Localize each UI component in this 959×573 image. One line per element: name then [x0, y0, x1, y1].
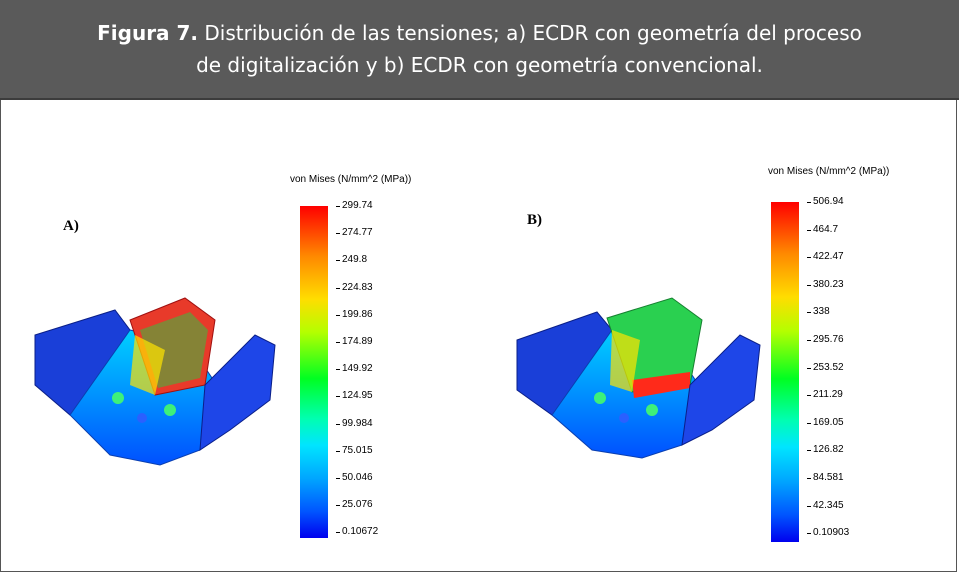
colorbar-tick-label: 299.74 — [336, 200, 373, 211]
panel-b-colorbar-title: von Mises (N/mm^2 (MPa)) — [768, 166, 890, 177]
colorbar-tick-label: 506.94 — [807, 196, 844, 207]
panel-a-label: A) — [63, 218, 79, 234]
colorbar-tick-label: 99.984 — [336, 417, 373, 429]
colorbar-tick-label: 0.10903 — [806, 527, 850, 539]
caption-figure-number: Figura 7. — [97, 21, 199, 45]
panel-a-gear-model — [34, 297, 276, 466]
colorbar-tick-label: 25.076 — [336, 499, 373, 511]
colorbar-tick-label: 224.83 — [336, 281, 373, 293]
panel-a-colorbar — [300, 206, 328, 538]
colorbar-tick-label: 126.82 — [807, 444, 844, 456]
colorbar-tick-label: 274.77 — [336, 227, 373, 239]
colorbar-tick-label: 0.10672 — [335, 526, 379, 538]
colorbar-tick-label: 338 — [807, 306, 830, 318]
colorbar-tick-label: 169.05 — [807, 416, 844, 428]
panel-b-gear-model — [516, 297, 761, 459]
colorbar-tick-label: 253.52 — [807, 361, 844, 373]
colorbar-tick-label: 422.47 — [807, 251, 844, 263]
panel-b-label: B) — [527, 212, 542, 228]
colorbar-tick-label: 174.89 — [336, 336, 373, 347]
colorbar-tick-label: 84.581 — [807, 472, 844, 483]
colorbar-tick-label: 295.76 — [807, 334, 844, 345]
caption-text-1: Distribución de las tensiones; a) ECDR c… — [198, 21, 862, 45]
gear-body-right — [199, 334, 276, 451]
colorbar-tick-label: 211.29 — [807, 389, 843, 401]
panel-b-colorbar — [771, 202, 799, 542]
colorbar-tick-label: 380.23 — [807, 278, 844, 290]
colorbar-tick-label: 249.8 — [335, 254, 368, 266]
colorbar-tick-label: 42.345 — [807, 499, 844, 511]
figure-caption: Figura 7. Distribución de las tensiones;… — [0, 17, 959, 81]
colorbar-tick-label: 149.92 — [336, 363, 373, 375]
caption-line-1: Figura 7. Distribución de las tensiones;… — [0, 17, 959, 49]
colorbar-tick-label: 75.015 — [336, 444, 373, 456]
colorbar-tick-label: 124.95 — [336, 390, 373, 402]
colorbar-tick-label: 199.86 — [336, 308, 373, 320]
gear-body-right — [681, 334, 761, 446]
caption-line-2: de digitalización y b) ECDR con geometrí… — [196, 53, 763, 77]
panel-a-colorbar-title: von Mises (N/mm^2 (MPa)) — [290, 174, 412, 185]
caption-header: Figura 7. Distribución de las tensiones;… — [0, 0, 959, 100]
colorbar-tick-label: 464.7 — [806, 223, 839, 235]
colorbar-tick-label: 50.046 — [336, 472, 373, 483]
